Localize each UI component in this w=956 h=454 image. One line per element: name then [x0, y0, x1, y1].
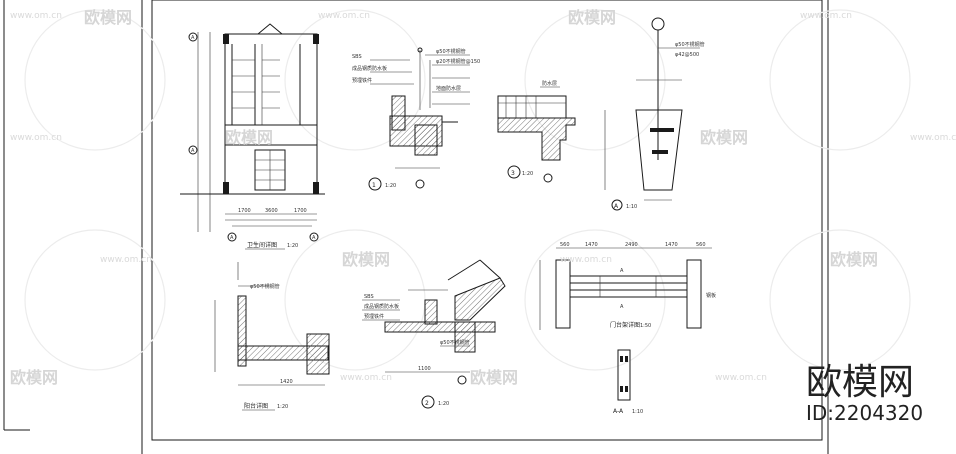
- annotation: 预埋铁件: [364, 313, 384, 320]
- dim-text: 1420: [280, 379, 293, 385]
- watermark-url: www.om.cn: [340, 373, 392, 383]
- dim-text: 2490: [625, 242, 638, 248]
- dim-text: 1470: [585, 242, 598, 248]
- annotation: φ50不锈钢管: [675, 41, 705, 48]
- drawing-scale: 1:20: [287, 243, 298, 249]
- annotation: φ50不锈钢管: [440, 339, 470, 346]
- axis-label: A: [312, 235, 316, 241]
- watermark-text: 欧模网: [10, 368, 58, 387]
- annotation: φ50不锈钢管: [250, 283, 280, 290]
- balcony-drawing: 1420 φ50不锈钢管 阳台详图 1:20: [214, 262, 330, 411]
- annotation: 成品钢质防水板: [364, 303, 399, 310]
- section-aa-drawing: A-A 1:10: [613, 349, 643, 415]
- brand-block: 欧模网 ID:2204320: [806, 362, 923, 425]
- watermark-text: 欧模网: [84, 8, 132, 27]
- annotation: 地面防水层: [436, 85, 461, 92]
- watermark-text: 欧模网: [225, 128, 273, 147]
- drawing-scale: 1:20: [438, 401, 449, 407]
- watermark-text: 欧模网: [342, 250, 390, 269]
- elevation-drawing: A A A A 1700 3600 1700 卫生间详图 1:20: [180, 23, 325, 250]
- drawing-scale: 1:20: [385, 183, 396, 189]
- dim-text: 1100: [418, 366, 431, 372]
- dim-text: 1470: [665, 242, 678, 248]
- drawing-scale: 1:50: [640, 323, 651, 329]
- annotation: 钢板: [706, 292, 716, 299]
- section-mark: A: [620, 304, 624, 310]
- sheet-frame: [3, 0, 829, 454]
- drawing-scale: 1:20: [277, 404, 288, 410]
- annotation: SBS: [364, 294, 374, 300]
- watermark-layer: www.om.cn 欧模网 www.om.cn 欧模网 www.om.cn ww…: [10, 8, 956, 387]
- watermark-url: www.om.cn: [100, 255, 152, 265]
- watermark-url: www.om.cn: [560, 255, 612, 265]
- axis-label: A: [230, 235, 234, 241]
- watermark-url: www.om.cn: [10, 11, 62, 21]
- section-mark: A: [620, 268, 624, 274]
- watermark-circles: [24, 9, 911, 371]
- watermark-text: 欧模网: [700, 128, 748, 147]
- axis-label: A: [191, 148, 195, 154]
- drawing-title: 门台架详图: [610, 321, 640, 329]
- drawing-title: A-A: [613, 408, 624, 415]
- annotation: 成品钢质防水板: [352, 65, 387, 72]
- dim-text: 560: [696, 242, 706, 248]
- detail-label: A: [614, 203, 619, 210]
- annotation: 预埋铁件: [352, 77, 372, 84]
- annotation: SBS: [352, 54, 362, 60]
- detail-1-drawing: φ50不锈钢管 φ20不锈钢管@150 SBS 成品钢质防水板 预埋铁件 地面防…: [352, 47, 480, 191]
- detail-number: 3: [511, 170, 515, 177]
- watermark-url: www.om.cn: [715, 373, 767, 383]
- axis-label: A: [191, 35, 195, 41]
- drawing-scale: 1:10: [626, 204, 637, 210]
- drawing-title: 阳台详图: [244, 402, 268, 410]
- detail-3-drawing: 防水层 3 1:20: [497, 80, 576, 183]
- detail-a-drawing: φ50不锈钢管 φ42@500 A 1:10: [604, 17, 705, 211]
- detail-2-drawing: SBS 成品钢质防水板 预埋铁件 φ50不锈钢管 1100 2 1:20: [362, 259, 506, 409]
- watermark-url: www.om.cn: [10, 133, 62, 143]
- brand-name: 欧模网: [806, 362, 914, 403]
- detail-number: 2: [425, 400, 429, 407]
- watermark-url: www.om.cn: [910, 133, 956, 143]
- dim-text: 1700: [294, 208, 307, 214]
- drawing-scale: 1:20: [522, 171, 533, 177]
- gate-drawing: 560 1470 2490 1470 560 A A 钢板 门台架详图 1:50: [539, 242, 716, 330]
- detail-number: 1: [372, 182, 376, 189]
- dim-text: 560: [560, 242, 570, 248]
- watermark-url: www.om.cn: [800, 11, 852, 21]
- dim-text: 3600: [265, 208, 278, 214]
- watermark-text: 欧模网: [830, 250, 878, 269]
- annotation: φ42@500: [675, 52, 699, 58]
- drawing-scale: 1:10: [632, 409, 643, 415]
- annotation: 防水层: [542, 80, 557, 87]
- brand-id: ID:2204320: [806, 401, 923, 425]
- drawing-title: 卫生间详图: [247, 241, 277, 249]
- dim-text: 1700: [238, 208, 251, 214]
- watermark-url: www.om.cn: [318, 11, 370, 21]
- annotation: φ50不锈钢管: [436, 48, 466, 55]
- watermark-text: 欧模网: [568, 8, 616, 27]
- annotation: φ20不锈钢管@150: [436, 58, 480, 65]
- watermark-text: 欧模网: [470, 368, 518, 387]
